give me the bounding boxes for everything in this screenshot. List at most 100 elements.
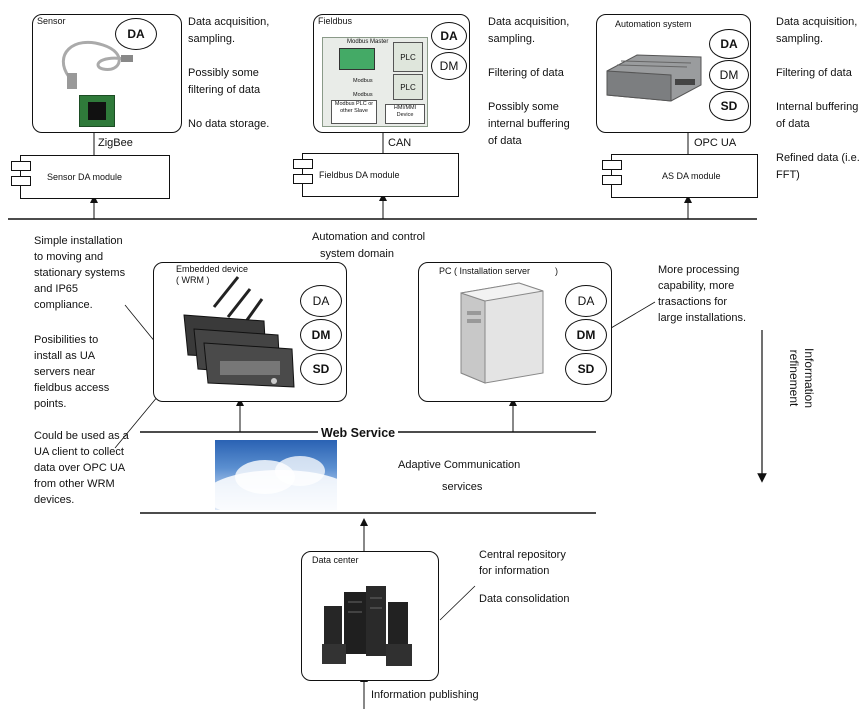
pc-note-1: More processing xyxy=(658,264,740,276)
pc-sd-oval: SD xyxy=(565,353,607,385)
module-tab xyxy=(602,160,622,170)
left-note-b-2: install as UA xyxy=(34,350,96,362)
cloud-image xyxy=(215,440,337,510)
domain-label-1: Automation and control xyxy=(312,231,426,243)
data-center-box: Data center xyxy=(301,551,439,681)
plc-label: PLC xyxy=(400,52,416,62)
pc-note-3: trasactions for xyxy=(658,296,728,308)
sensor-board-image xyxy=(79,95,115,127)
fieldbus-da-oval: DA xyxy=(431,22,467,50)
modbus-slave-label: Modbus PLC or other Slave xyxy=(334,101,374,114)
left-note-b-1: Posibilities to xyxy=(34,334,99,346)
embedded-device-box: Embedded device ( WRM ) DA DM SD xyxy=(153,262,347,402)
left-note-b-4: fieldbus access xyxy=(34,382,110,394)
embedded-dm-oval: DM xyxy=(300,319,342,351)
embedded-title: Embedded device xyxy=(176,264,249,274)
fieldbus-note-6: of data xyxy=(488,135,522,147)
pc-title-close: ) xyxy=(555,266,558,276)
fieldbus-note-2: sampling. xyxy=(488,33,536,45)
modbus-diagram: Modbus Master PLC PLC Modbus PLC or othe… xyxy=(322,37,428,127)
left-note-c-1: Could be used as a xyxy=(34,430,129,442)
automation-da-oval: DA xyxy=(709,29,749,59)
datacenter-note-3: Data consolidation xyxy=(479,593,570,605)
can-label: CAN xyxy=(388,137,412,149)
adaptive-label-2: services xyxy=(442,481,483,493)
sensor-da-oval: DA xyxy=(115,18,157,50)
sensor-title: Sensor xyxy=(37,16,66,26)
hmi-device-label: HMI/MMI Device xyxy=(393,105,417,118)
embedded-subtitle: ( WRM ) xyxy=(176,275,210,285)
sensor-device-box: Sensor DA xyxy=(32,14,182,133)
module-tab xyxy=(293,159,313,169)
modbus-link-label: Modbus xyxy=(353,78,373,84)
sensor-module-label: Sensor DA module xyxy=(47,172,123,182)
refinement-line-1: Information xyxy=(802,347,816,409)
zigbee-label: ZigBee xyxy=(98,137,133,149)
left-note-b-3: servers near xyxy=(34,366,96,378)
fieldbus-title: Fieldbus xyxy=(318,16,353,26)
pc-note-4: large installations. xyxy=(658,312,747,324)
refinement-line-2: refinement xyxy=(787,349,801,407)
information-publishing-label: Information publishing xyxy=(371,689,479,701)
industrial-pc-image xyxy=(606,54,702,102)
pc-tower-image xyxy=(460,282,544,384)
as-da-module: AS DA module xyxy=(611,154,758,198)
left-note-c-4: from other WRM xyxy=(34,478,115,490)
module-tab xyxy=(11,161,31,171)
information-refinement-label: Information refinement xyxy=(776,334,816,422)
automation-sd-oval: SD xyxy=(709,91,749,121)
automation-note-1: Data acquisition, xyxy=(776,16,858,28)
sensor-note-1: Data acquisition, xyxy=(188,16,270,28)
pc-dm-oval: DM xyxy=(565,319,607,351)
fieldbus-note-4: Possibly some xyxy=(488,101,559,113)
adaptive-label-1: Adaptive Communication xyxy=(398,459,521,471)
data-center-title: Data center xyxy=(312,555,359,565)
fieldbus-note-5: internal buffering xyxy=(488,118,570,130)
pc-title: PC ( Installation server xyxy=(439,266,531,276)
server-racks-image xyxy=(322,586,412,666)
fieldbus-note-1: Data acquisition, xyxy=(488,16,570,28)
opcua-label: OPC UA xyxy=(694,137,737,149)
pc-da-oval: DA xyxy=(565,285,607,317)
module-tab xyxy=(602,175,622,185)
fieldbus-device-box: Fieldbus DA DM Modbus Master PLC PLC Mod… xyxy=(313,14,470,133)
domain-label-2: system domain xyxy=(320,248,394,260)
automation-note-6: Refined data (i.e. xyxy=(776,152,860,164)
automation-note-4: Internal buffering xyxy=(776,101,859,113)
embedded-sd-oval: SD xyxy=(300,353,342,385)
module-tab xyxy=(11,176,31,186)
automation-note-5: of data xyxy=(776,118,810,130)
automation-note-7: FFT) xyxy=(776,169,800,181)
sensor-cable-image xyxy=(62,40,133,89)
plc-label: PLC xyxy=(400,82,416,92)
automation-system-box: Automation system DA DM SD xyxy=(596,14,751,133)
modbus-master-label: Modbus Master xyxy=(347,39,389,45)
fieldbus-note-3: Filtering of data xyxy=(488,67,564,79)
sensor-note-5: No data storage. xyxy=(188,118,270,130)
left-note-a-5: compliance. xyxy=(34,299,93,311)
sensor-note-3: Possibly some xyxy=(188,67,259,79)
sensor-da-module: Sensor DA module xyxy=(20,155,170,199)
datacenter-note-1: Central repository xyxy=(479,549,566,561)
automation-note-2: sampling. xyxy=(776,33,824,45)
left-note-c-2: UA client to collect xyxy=(34,446,124,458)
fieldbus-module-label: Fieldbus DA module xyxy=(319,170,400,180)
sensor-note-2: sampling. xyxy=(188,33,236,45)
embedded-da-oval: DA xyxy=(300,285,342,317)
left-note-c-3: data over OPC UA xyxy=(34,462,126,474)
pc-note-2: capability, more xyxy=(658,280,735,292)
left-note-a-1: Simple installation xyxy=(34,235,123,247)
automation-dm-oval: DM xyxy=(709,60,749,90)
left-note-a-4: and IP65 xyxy=(34,283,79,295)
automation-note-3: Filtering of data xyxy=(776,67,852,79)
automation-title: Automation system xyxy=(615,19,692,29)
web-service-label: Web Service xyxy=(318,425,399,442)
left-note-c-5: devices. xyxy=(34,494,75,506)
fieldbus-dm-oval: DM xyxy=(431,52,467,80)
left-note-b-5: points. xyxy=(34,398,67,410)
as-module-label: AS DA module xyxy=(662,171,721,181)
datacenter-note-2: for information xyxy=(479,565,550,577)
modbus-link-label: Modbus xyxy=(353,92,373,98)
fieldbus-da-module: Fieldbus DA module xyxy=(302,153,459,197)
